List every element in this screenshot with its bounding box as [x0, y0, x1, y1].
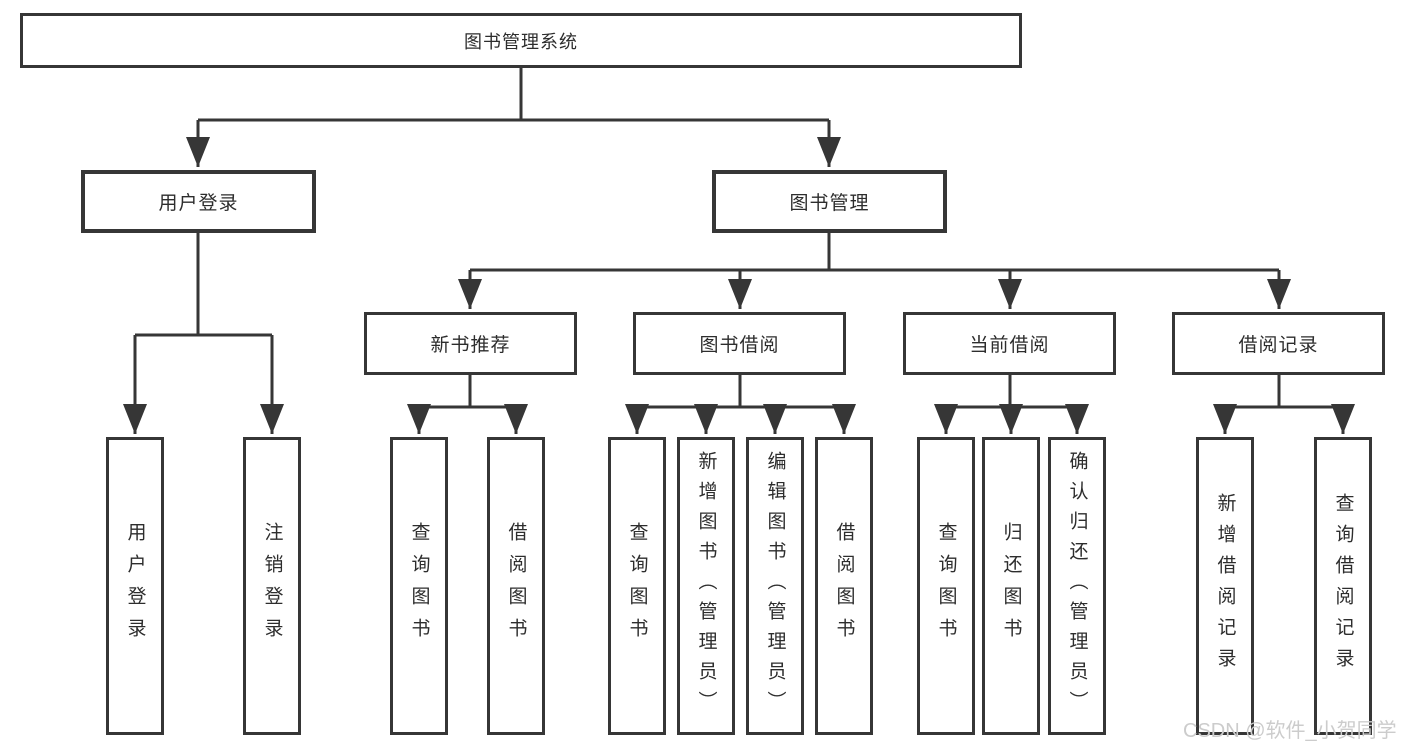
node-root-label: 图书管理系统 — [464, 31, 578, 52]
node-current-borrow: 当前借阅 — [903, 312, 1116, 375]
leaf-logout: 注销登录 — [243, 437, 301, 735]
node-borrow-record-label: 借阅记录 — [1238, 335, 1319, 356]
node-user-login: 用户登录 — [81, 170, 316, 233]
leaf-edit-book-admin: 编辑图书（管理员） — [746, 437, 804, 735]
leaf-query-borrow-record: 查询借阅记录 — [1314, 437, 1372, 735]
leaf-user-login: 用户登录 — [106, 437, 164, 735]
node-root: 图书管理系统 — [20, 13, 1022, 68]
node-book-borrow: 图书借阅 — [633, 312, 846, 375]
leaf-return-book: 归还图书 — [982, 437, 1040, 735]
node-book-management: 图书管理 — [712, 170, 947, 233]
node-book-management-label: 图书管理 — [789, 193, 870, 214]
node-book-borrow-label: 图书借阅 — [699, 335, 780, 356]
connector-root-split — [198, 68, 829, 122]
connector-record-split — [1225, 375, 1343, 409]
leaf-query-book-current: 查询图书 — [917, 437, 975, 735]
node-new-book-recommend-label: 新书推荐 — [430, 335, 511, 356]
connector-user-login-split — [135, 233, 272, 337]
node-user-login-label: 用户登录 — [158, 193, 239, 214]
leaf-add-borrow-record: 新增借阅记录 — [1196, 437, 1254, 735]
node-borrow-record: 借阅记录 — [1172, 312, 1385, 375]
leaf-borrow-book-recommend: 借阅图书 — [487, 437, 545, 735]
csdn-watermark: CSDN @软件_小贺同学 — [1183, 720, 1397, 742]
leaf-add-book-admin: 新增图书（管理员） — [677, 437, 735, 735]
node-new-book-recommend: 新书推荐 — [364, 312, 577, 375]
connector-borrow-split — [637, 375, 844, 409]
connector-book-mgmt-split — [470, 233, 1279, 272]
connector-new-book-split — [419, 375, 516, 409]
leaf-query-book-recommend: 查询图书 — [390, 437, 448, 735]
connector-current-split — [946, 375, 1077, 409]
leaf-confirm-return-admin: 确认归还（管理员） — [1048, 437, 1106, 735]
leaf-borrow-book: 借阅图书 — [815, 437, 873, 735]
node-current-borrow-label: 当前借阅 — [969, 335, 1050, 356]
leaf-query-book-borrow: 查询图书 — [608, 437, 666, 735]
